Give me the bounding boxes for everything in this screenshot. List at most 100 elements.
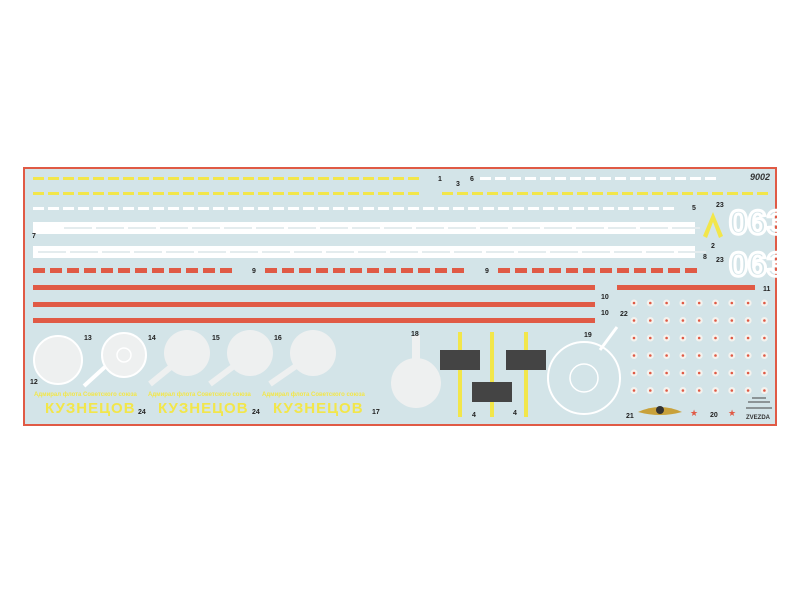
yellow-dash-1: [78, 177, 89, 180]
white-dash-5: [168, 207, 179, 210]
dot-star: [697, 371, 701, 375]
dot-star: [730, 336, 734, 340]
band-mark-8: [70, 251, 98, 253]
yellow-dash-3: [757, 192, 768, 195]
dot-star: [649, 389, 652, 392]
band-mark-7: [640, 227, 668, 229]
band-mark-7: [288, 227, 316, 229]
white-dash-6: [585, 177, 596, 180]
svg-text:9: 9: [252, 268, 256, 275]
svg-text:15: 15: [212, 335, 220, 342]
yellow-dash-3: [228, 192, 239, 195]
white-dash-5: [543, 207, 554, 210]
yellow-dash-1: [243, 177, 254, 180]
band-mark-8: [262, 251, 290, 253]
band-mark-7: [608, 227, 636, 229]
yellow-dash-3: [78, 192, 89, 195]
yellow-dash-1: [93, 177, 104, 180]
yellow-dash-3: [138, 192, 149, 195]
yellow-dash-1: [408, 177, 419, 180]
white-dash-5: [363, 207, 374, 210]
red-dash-9: [152, 268, 164, 273]
star-20: ★: [728, 408, 736, 418]
dot-star: [714, 371, 717, 375]
band-mark-7: [544, 227, 572, 229]
dot-star: [681, 336, 685, 340]
svg-text:20: 20: [710, 412, 718, 419]
dot-star: [681, 389, 685, 392]
dot-star: [714, 301, 717, 305]
dot-star: [697, 319, 701, 322]
dot-star: [730, 319, 734, 322]
svg-text:КУЗНЕЦОВ: КУЗНЕЦОВ: [45, 400, 136, 417]
red-dash-9: [316, 268, 328, 273]
svg-text:8: 8: [703, 254, 707, 261]
white-dash-5: [78, 207, 89, 210]
band-mark-8: [198, 251, 226, 253]
dot-star: [746, 371, 750, 375]
yellow-dash-3: [348, 192, 359, 195]
dot-star: [697, 389, 701, 392]
dot-star: [681, 301, 685, 305]
yellow-dash-3: [183, 192, 194, 195]
yellow-dash-3: [378, 192, 389, 195]
yellow-dash-3: [408, 192, 419, 195]
chevron-decal: [703, 212, 723, 238]
yellow-dash-3: [168, 192, 179, 195]
yellow-dash-1: [228, 177, 239, 180]
yellow-dash-3: [393, 192, 404, 195]
white-dash-6: [690, 177, 701, 180]
yellow-dash-1: [318, 177, 329, 180]
white-dash-5: [333, 207, 344, 210]
yellow-dash-1: [273, 177, 284, 180]
naval-emblem-21: [638, 406, 682, 415]
red-dash-9: [203, 268, 215, 273]
svg-text:10: 10: [601, 294, 609, 301]
dot-star: [632, 389, 636, 392]
yellow-dash-3: [742, 192, 753, 195]
yellow-dash-1: [138, 177, 149, 180]
yellow-dash-1: [48, 177, 59, 180]
white-dash-5: [183, 207, 194, 210]
dot-star: [730, 389, 734, 392]
yellow-dash-3: [198, 192, 209, 195]
white-dash-5: [258, 207, 269, 210]
red-dash-9: [384, 268, 396, 273]
svg-text:9: 9: [485, 268, 489, 275]
dot-star: [632, 371, 636, 375]
white-dash-5: [33, 207, 44, 210]
yellow-dash-3: [153, 192, 164, 195]
svg-text:6: 6: [470, 176, 474, 183]
dot-star: [665, 371, 668, 375]
dot-star: [746, 354, 750, 357]
red-dash-9: [401, 268, 413, 273]
yellow-dash-3: [667, 192, 678, 195]
red-dash-9: [265, 268, 277, 273]
dot-star: [763, 336, 766, 340]
band-mark-8: [134, 251, 162, 253]
white-dash-5: [603, 207, 614, 210]
band-mark-7: [256, 227, 284, 229]
white-dash-6: [555, 177, 566, 180]
yellow-dash-1: [33, 177, 44, 180]
white-dash-5: [453, 207, 464, 210]
yellow-dash-3: [108, 192, 119, 195]
red-dash-9: [135, 268, 147, 273]
white-dash-5: [198, 207, 209, 210]
red-line-10: [33, 302, 595, 307]
svg-text:12: 12: [30, 379, 38, 386]
yellow-dash-3: [547, 192, 558, 195]
dot-star: [746, 319, 750, 322]
red-dash-9: [651, 268, 663, 273]
svg-text:13: 13: [84, 335, 92, 342]
svg-text:4: 4: [472, 412, 476, 419]
white-dash-5: [303, 207, 314, 210]
band-mark-8: [678, 251, 706, 253]
yellow-dash-3: [712, 192, 723, 195]
star-dot-decals-22: [630, 299, 768, 394]
red-dash-9: [668, 268, 680, 273]
svg-text:КУЗНЕЦОВ: КУЗНЕЦОВ: [158, 400, 249, 417]
yellow-dash-3: [592, 192, 603, 195]
dot-star: [730, 354, 734, 357]
red-dash-9: [220, 268, 232, 273]
